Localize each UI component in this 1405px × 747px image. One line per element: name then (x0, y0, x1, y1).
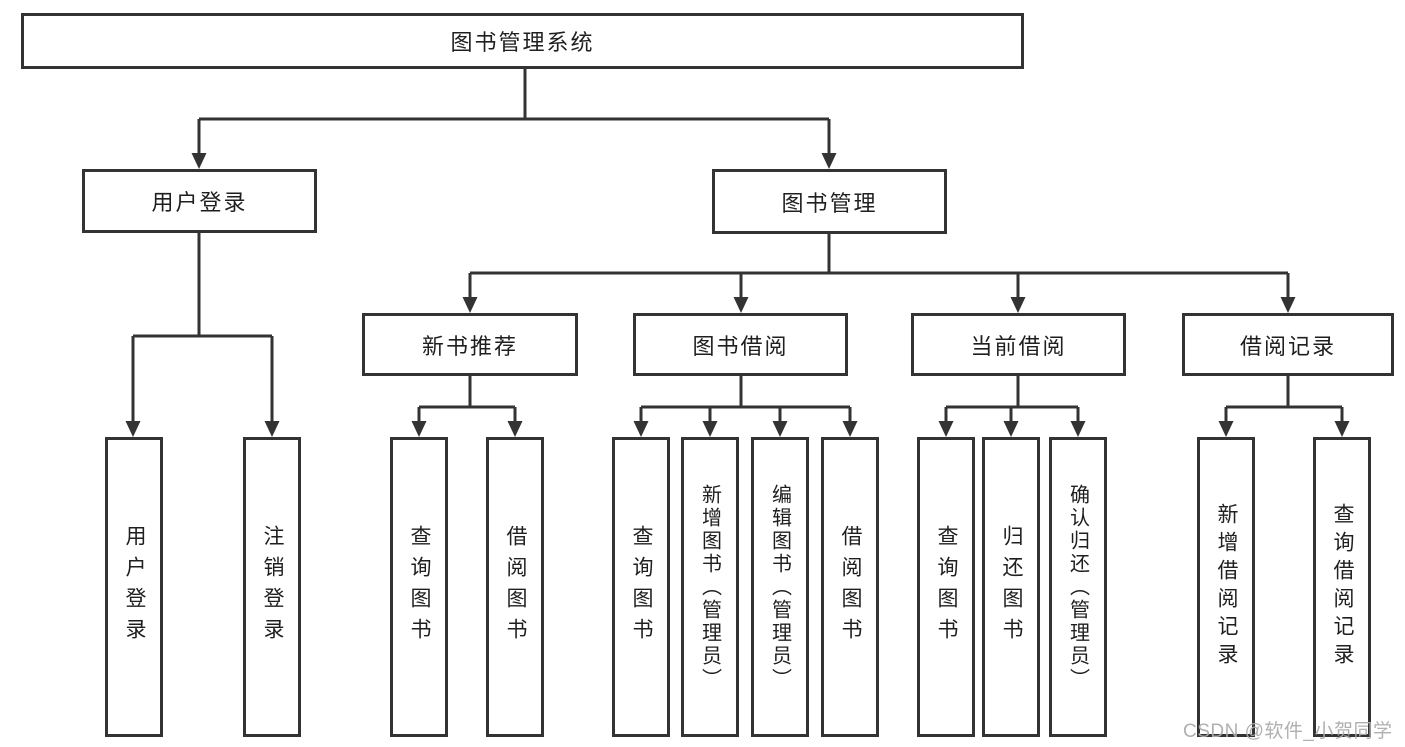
node-new-book-recommendation: 新书推荐 (362, 313, 578, 376)
leaf-confirm-return-admin: 确认归还（管理员） (1049, 437, 1107, 737)
leaf-query-books-recommend: 查询图书 (390, 437, 448, 737)
leaf-add-borrow-record: 新增借阅记录 (1197, 437, 1255, 737)
node-book-management: 图书管理 (712, 169, 947, 234)
node-book-borrowing: 图书借阅 (633, 313, 848, 376)
leaf-borrow-books-borrowing: 借阅图书 (821, 437, 879, 737)
watermark: CSDN @软件_小贺同学 (1183, 721, 1393, 742)
node-root: 图书管理系统 (21, 13, 1024, 69)
leaf-query-borrow-record: 查询借阅记录 (1313, 437, 1371, 737)
node-borrowing-records: 借阅记录 (1182, 313, 1394, 376)
leaf-query-books-current: 查询图书 (917, 437, 975, 737)
leaf-user-login: 用户登录 (105, 437, 163, 737)
node-current-borrowing: 当前借阅 (911, 313, 1126, 376)
leaf-borrow-books-recommend: 借阅图书 (486, 437, 544, 737)
leaf-query-books-borrowing: 查询图书 (612, 437, 670, 737)
leaf-edit-books-admin: 编辑图书（管理员） (751, 437, 809, 737)
leaf-add-books-admin: 新增图书（管理员） (681, 437, 739, 737)
arrowheads (125, 153, 1350, 437)
leaf-logout: 注销登录 (243, 437, 301, 737)
leaf-return-books: 归还图书 (982, 437, 1040, 737)
node-user-login: 用户登录 (82, 169, 317, 233)
